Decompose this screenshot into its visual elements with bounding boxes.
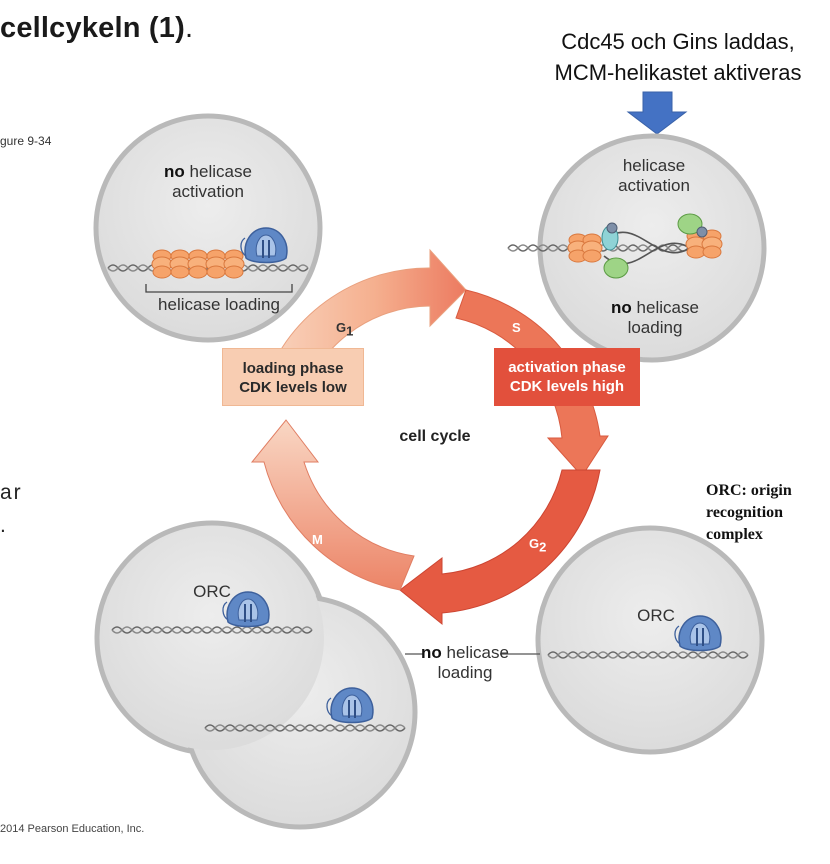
s-arrow <box>455 289 609 477</box>
no-keyword: no <box>164 162 185 181</box>
shared-no-loading-label: no helicase loading <box>420 643 510 683</box>
loading-phase-box: loading phase CDK levels low <box>222 348 364 406</box>
active-helicase-icon-2 <box>677 213 723 259</box>
active-helicase-icon <box>567 222 629 279</box>
orc-definition-note: ORC: origin recognition complex <box>706 480 826 546</box>
g1-letter: G <box>336 320 347 335</box>
top-left-line1: helicase <box>184 162 252 181</box>
top-right-line2: activation <box>618 176 690 195</box>
bubble-top-left <box>93 113 323 343</box>
activation-box-line2: CDK levels high <box>509 378 625 395</box>
no-keyword: no <box>421 643 442 662</box>
top-right-loading-label: no helicase loading <box>580 298 730 338</box>
g1-sub: 1 <box>346 323 354 339</box>
orc-label-left: ORC <box>193 582 231 601</box>
g2-sub: 2 <box>539 539 547 555</box>
text-fragment-1: ar <box>0 481 23 504</box>
m-arrow <box>250 419 415 591</box>
shared-line2: loading <box>437 663 493 682</box>
cell-cycle-label: cell cycle <box>399 428 471 445</box>
slide-title: cellcykeln (1). <box>0 12 193 45</box>
phase-m-label: M <box>312 532 323 547</box>
loading-box-line1: loading phase <box>242 360 344 377</box>
top-left-line2: activation <box>172 182 244 201</box>
loading-box-line2: CDK levels low <box>239 379 347 396</box>
top-right-line3: helicase <box>631 298 699 317</box>
activation-box-line1: activation phase <box>508 359 626 376</box>
text-fragment-2: . <box>0 514 6 537</box>
g2-arrow <box>399 469 601 626</box>
bubble-bottom-right <box>535 525 765 755</box>
callout-text: Cdc45 och Gins laddas, MCM-helikastet ak… <box>528 26 828 88</box>
activation-phase-box: activation phase CDK levels high <box>494 348 640 406</box>
shared-line1: helicase <box>441 643 509 662</box>
top-right-line1: helicase <box>622 156 686 175</box>
orc-note-line3: complex <box>706 526 763 543</box>
callout-line-1: Cdc45 och Gins laddas, <box>561 29 795 54</box>
top-left-activation-label: no helicase activation <box>138 162 278 202</box>
top-right-line4: loading <box>627 318 683 337</box>
copyright-text: 2014 Pearson Education, Inc. <box>0 823 145 835</box>
orc-label-right: ORC <box>637 606 675 625</box>
slide-title-suffix: . <box>184 12 194 44</box>
helicase-loading-label: helicase loading <box>158 295 280 314</box>
phase-s-label: S <box>512 320 521 335</box>
callout-line-2: MCM-helikastet aktiveras <box>554 60 802 85</box>
loading-bracket <box>145 284 293 293</box>
orc-note-line2: recognition <box>706 504 784 521</box>
phase-g1-label: G1 <box>336 320 353 339</box>
top-right-activation-label: helicase activation <box>584 156 724 196</box>
figure-reference: gure 9-34 <box>0 134 52 148</box>
bubble-top-right <box>507 133 767 363</box>
mcm-double-hexamer-icon <box>151 249 245 279</box>
bubble-bottom-left <box>94 520 418 830</box>
no-keyword: no <box>611 298 632 317</box>
phase-g2-label: G2 <box>529 536 546 555</box>
callout-arrow-icon <box>626 91 688 135</box>
orc-note-line1: ORC: origin <box>706 482 792 499</box>
g2-letter: G <box>529 536 540 551</box>
slide-title-text: cellcykeln (1) <box>0 12 185 44</box>
